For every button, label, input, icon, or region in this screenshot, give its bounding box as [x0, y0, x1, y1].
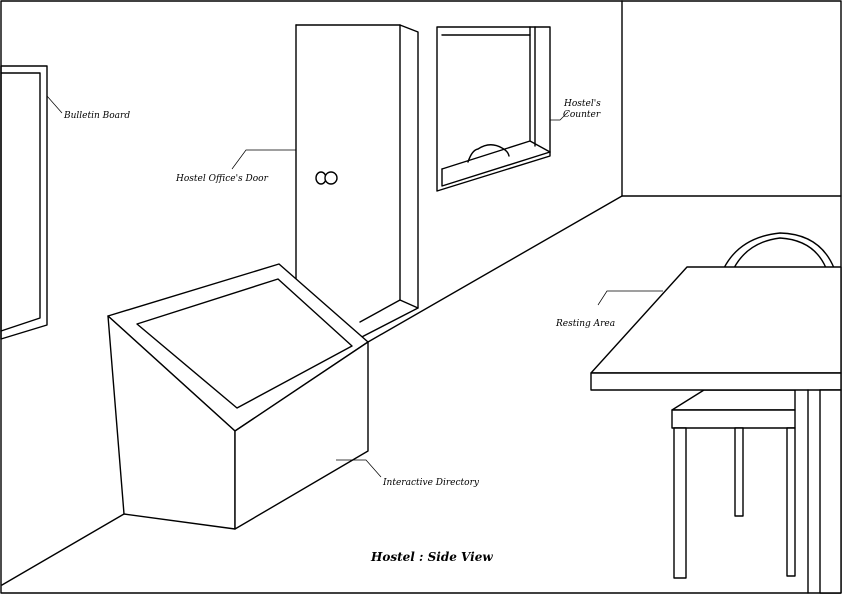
hostel-counter-window — [436, 26, 551, 192]
label-counter-line2: Counter — [563, 110, 601, 120]
chair-front — [671, 389, 796, 579]
chair-back — [723, 232, 835, 269]
bulletin-board — [0, 65, 48, 340]
label-counter-line1: Hostel's — [563, 99, 601, 109]
label-leaders — [46, 95, 663, 478]
office-door — [295, 24, 419, 343]
drawing-title: Hostel : Side View — [370, 550, 493, 564]
door-knob — [315, 171, 338, 185]
interactive-directory-kiosk — [107, 263, 369, 530]
label-office-door: Hostel Office's Door — [175, 174, 269, 184]
resting-area-table — [590, 266, 842, 594]
label-interactive-directory: Interactive Directory — [382, 478, 480, 488]
label-resting-area: Resting Area — [555, 319, 615, 329]
label-bulletin-board: Bulletin Board — [63, 111, 130, 121]
